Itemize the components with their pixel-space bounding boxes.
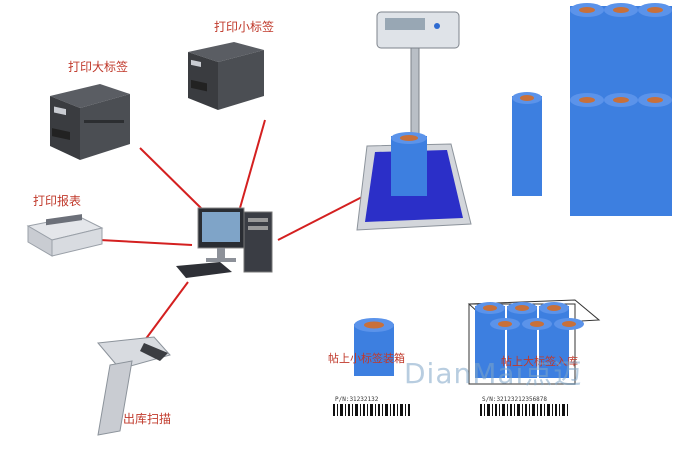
barcode-left-bars — [333, 404, 410, 416]
barcode-left-text: P/N:31232132 — [335, 396, 379, 403]
line-report — [99, 239, 193, 246]
label-small-label-box: 帖上小标签装箱 — [328, 352, 405, 365]
label-small-printer: 打印小标签 — [214, 20, 275, 34]
line-scanner — [144, 281, 189, 341]
line-small-printer — [239, 119, 266, 209]
computer-image — [176, 207, 273, 278]
label-report: 打印报表 — [33, 194, 82, 208]
label-big-printer: 打印大标签 — [68, 60, 129, 74]
scanner-image — [97, 336, 171, 436]
barcode-right-bars — [480, 404, 568, 416]
big-label-printer-image — [50, 84, 130, 160]
report-printer-image — [26, 214, 104, 257]
barcode-right: S/N:32123212356878 — [480, 396, 572, 416]
line-scale — [277, 195, 365, 241]
barcode-left: P/N:31232132 — [333, 396, 413, 416]
small-label-printer-image — [188, 42, 264, 110]
box-rolls-image — [467, 299, 601, 385]
line-big-printer — [139, 147, 206, 213]
label-big-label-store: 帖上大标签入库 — [501, 355, 578, 368]
scale-image — [356, 11, 472, 231]
barcode-right-text: S/N:32123212356878 — [482, 396, 548, 403]
ribbon-stack-image — [512, 3, 672, 216]
watermark-logo: DianMai点迈 — [404, 357, 583, 390]
label-scanner: 出库扫描 — [123, 412, 172, 426]
single-roll-image — [354, 318, 394, 376]
